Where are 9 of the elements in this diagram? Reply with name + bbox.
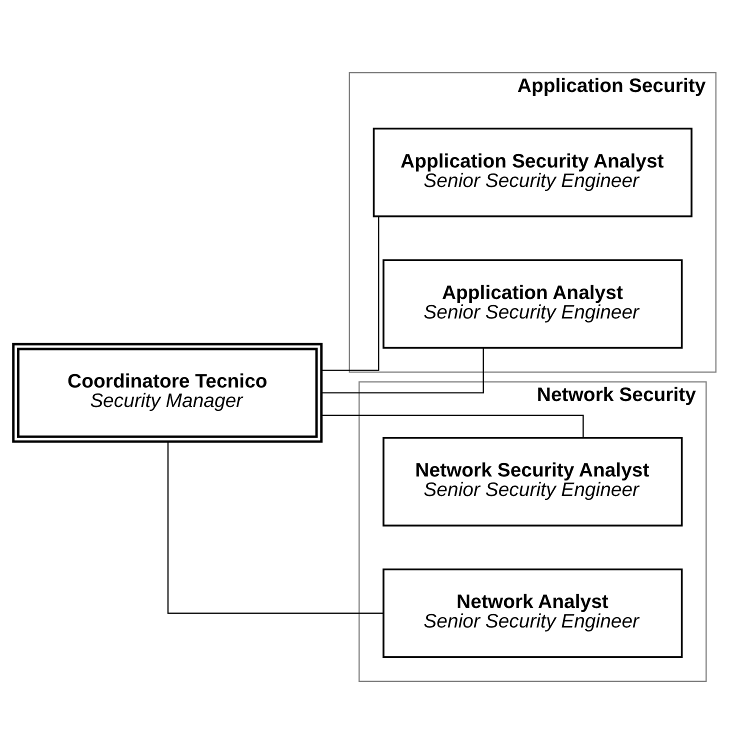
node-box: Application Security Analyst Senior Security Engineer <box>372 127 692 217</box>
connector <box>322 414 584 438</box>
connector <box>321 216 380 370</box>
node-box: Network Analyst Senior Security Engineer <box>382 568 683 658</box>
node-box: Network Security Analyst Senior Security Engineer <box>382 436 683 526</box>
node-box: Coordinatore Tecnico Security Manager <box>12 342 323 442</box>
connector <box>167 441 384 614</box>
node-box: Application Analyst Senior Security Engineer <box>382 258 683 348</box>
connector <box>322 347 484 393</box>
